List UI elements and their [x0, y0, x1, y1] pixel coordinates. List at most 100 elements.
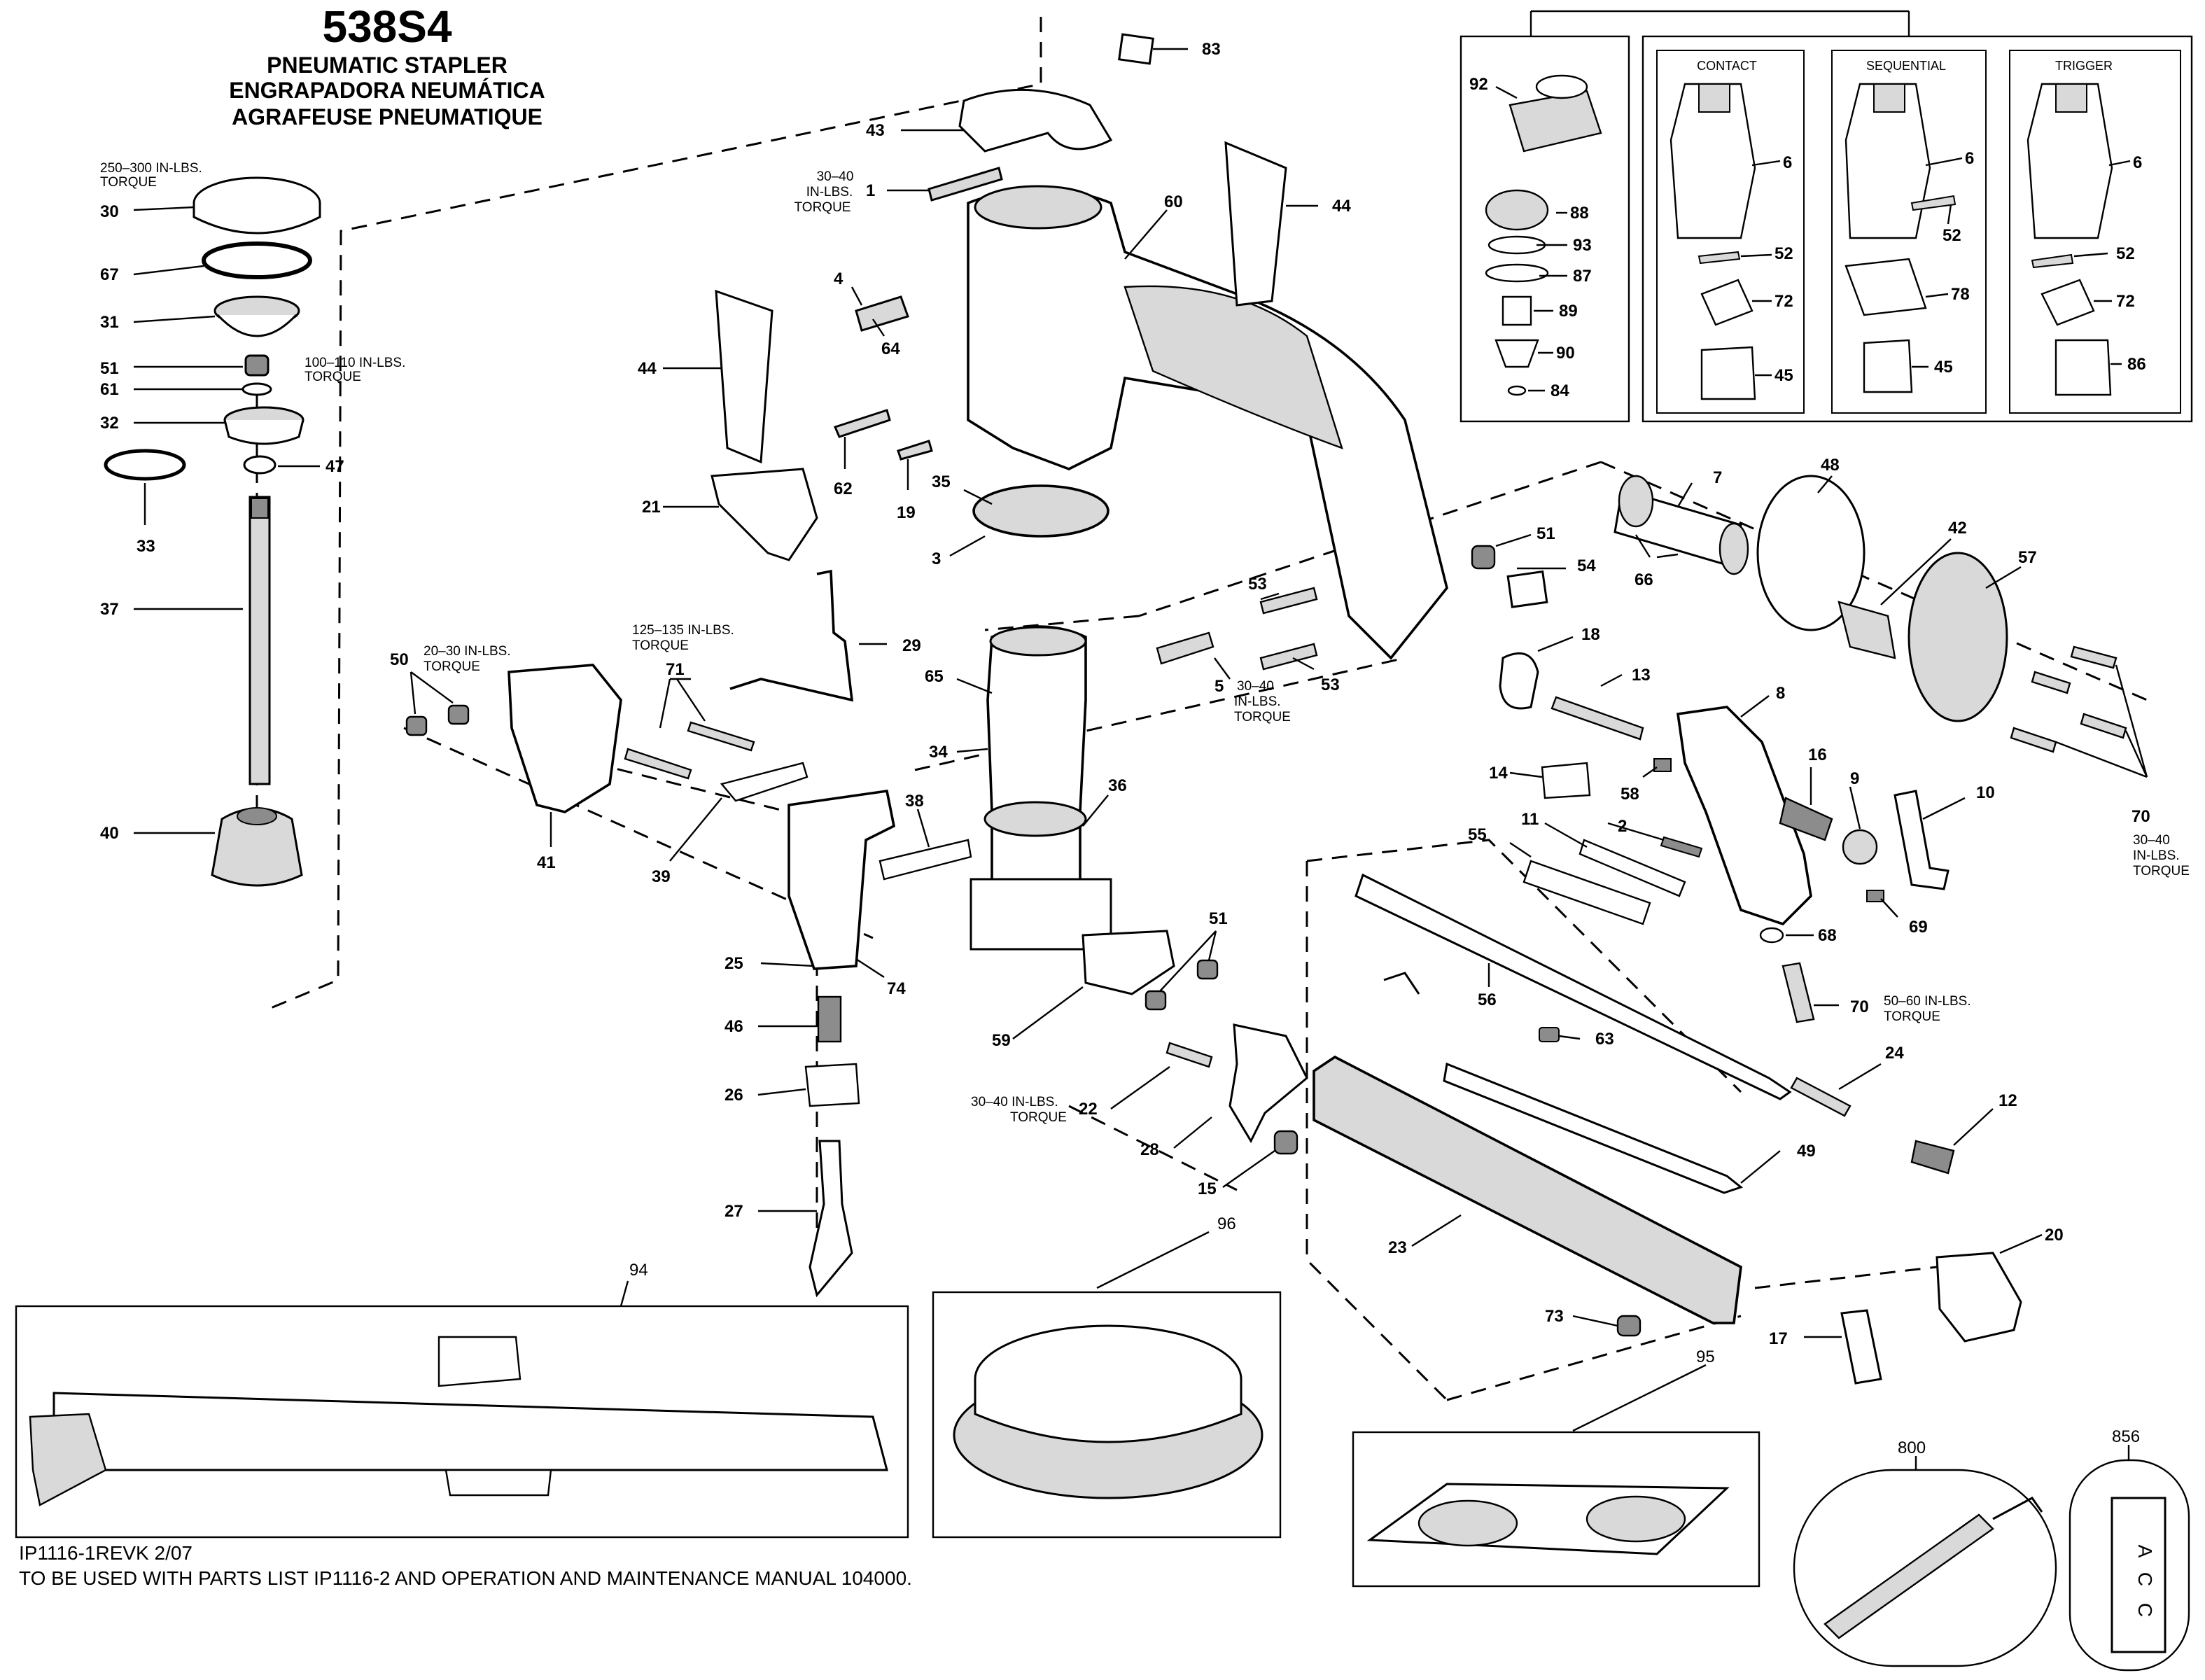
- callout-16: 16: [1808, 746, 1827, 764]
- callout-32: 32: [100, 414, 119, 433]
- bottom-insets: A C C: [15, 1291, 2190, 1672]
- driver-blade-37: [248, 496, 271, 785]
- callout-65: 65: [925, 667, 944, 686]
- screw-22: [1166, 1042, 1213, 1068]
- callout-3: 3: [932, 550, 941, 568]
- cylinder-and-nose: [405, 569, 1308, 1298]
- callout-89: 89: [1559, 302, 1578, 321]
- callout-92: 92: [1469, 75, 1488, 94]
- warning-label-856: [2110, 1497, 2166, 1653]
- kit-letter-1: A: [2134, 1545, 2156, 1558]
- callout-27: 27: [724, 1202, 743, 1221]
- magazine-channel-23: [1312, 1055, 1742, 1324]
- callout-52-trigger: 52: [2116, 244, 2135, 263]
- callout-78: 78: [1951, 285, 1970, 304]
- pin-62: [833, 409, 891, 438]
- cylinder-65: [986, 625, 1087, 911]
- nut-50a: [405, 715, 428, 736]
- callout-46: 46: [724, 1017, 743, 1036]
- leader-lines: [133, 48, 2148, 1470]
- callout-62: 62: [834, 479, 853, 498]
- torque-70-right-line1: 30–40: [2133, 833, 2170, 848]
- callout-17: 17: [1769, 1329, 1788, 1348]
- pin-53a: [1259, 587, 1318, 615]
- callout-14: 14: [1489, 764, 1508, 783]
- spring-12: [1910, 1140, 1955, 1175]
- callout-43: 43: [866, 121, 885, 140]
- callout-55: 55: [1468, 825, 1487, 844]
- callout-25: 25: [724, 954, 743, 973]
- callout-10: 10: [1976, 783, 1995, 802]
- screw-71a: [624, 748, 692, 780]
- torque-71-line1: 125–135 IN-LBS.: [632, 623, 734, 638]
- callout-8: 8: [1776, 684, 1785, 703]
- callout-59: 59: [992, 1031, 1011, 1050]
- cover-48: [1756, 475, 1865, 631]
- callout-24: 24: [1885, 1044, 1904, 1063]
- footer: IP1116-1REVK 2/07 TO BE USED WITH PARTS …: [19, 1542, 912, 1589]
- latch-20: [1935, 1252, 2022, 1343]
- latch-26: [804, 1063, 860, 1107]
- callout-53-top: 53: [1248, 575, 1267, 594]
- callout-83: 83: [1202, 40, 1221, 59]
- title-block: 538S4 PNEUMATIC STAPLER ENGRAPADORA NEUM…: [229, 1, 545, 130]
- wire-spring-29: [729, 569, 854, 702]
- frame-handle-60: [967, 188, 1448, 660]
- callout-39: 39: [652, 867, 671, 886]
- magazine-inset-94: [15, 1305, 909, 1539]
- torque-22-line2: TORQUE: [1010, 1110, 1067, 1125]
- callout-30: 30: [100, 202, 119, 221]
- kit-letter-3: C: [2134, 1603, 2156, 1617]
- callout-45-sequential: 45: [1934, 358, 1953, 377]
- callout-58: 58: [1620, 785, 1639, 804]
- callout-60: 60: [1164, 192, 1183, 211]
- bumper-ring-33: [104, 449, 186, 481]
- callout-9: 9: [1850, 769, 1859, 788]
- callout-70-right: 70: [2132, 807, 2150, 826]
- callout-84: 84: [1550, 382, 1569, 400]
- callout-67: 67: [100, 265, 119, 284]
- model-title: 538S4: [322, 1, 451, 52]
- callout-38: 38: [905, 792, 924, 811]
- callout-12: 12: [1998, 1091, 2017, 1110]
- shim-44-right: [1224, 141, 1287, 307]
- pin-4: [855, 295, 909, 332]
- cylinder-sleeve-36: [983, 801, 1087, 837]
- trigger-and-magazine: [1156, 475, 2127, 1385]
- trigger-kit-box: [1642, 35, 2193, 423]
- contact-trigger-parts: [1670, 83, 1756, 400]
- callout-96: 96: [1217, 1214, 1236, 1233]
- trigger-label: TRIGGER: [2055, 59, 2113, 73]
- single-trigger-parts: [2026, 83, 2113, 396]
- callout-57: 57: [2018, 548, 2037, 567]
- callout-72-contact: 72: [1774, 292, 1793, 311]
- callout-94: 94: [629, 1261, 648, 1280]
- block-14: [1541, 762, 1591, 799]
- callout-856: 856: [2112, 1427, 2140, 1446]
- callout-56: 56: [1478, 990, 1497, 1009]
- plate-39: [720, 762, 808, 802]
- left-cylinder-cap-stack: [104, 176, 321, 887]
- callout-15: 15: [1198, 1180, 1217, 1198]
- callout-86: 86: [2127, 355, 2146, 374]
- pin-24: [1790, 1077, 1851, 1117]
- callout-29: 29: [902, 636, 921, 655]
- torque-22-line1: 30–40 IN-LBS.: [971, 1095, 1058, 1110]
- callout-48: 48: [1821, 456, 1840, 475]
- callout-23: 23: [1388, 1238, 1407, 1257]
- callout-numbers: 30 67 31 51 61 32 47 33 37 40 83 43 1 60…: [100, 40, 2150, 1457]
- callout-72-trigger: 72: [2116, 292, 2135, 311]
- cap-clamp-43: [958, 88, 1113, 153]
- callout-6-sequential: 6: [1965, 149, 1974, 168]
- callout-33: 33: [136, 537, 155, 556]
- trigger-housing-8: [1676, 706, 1812, 926]
- callout-70: 70: [1850, 997, 1869, 1016]
- torque-5-line3: TORQUE: [1234, 710, 1291, 724]
- torque-30-line1: 250–300 IN-LBS.: [100, 161, 202, 176]
- callout-51-left: 51: [100, 359, 119, 378]
- callout-28: 28: [1140, 1140, 1159, 1159]
- trigger-10: [1893, 790, 1949, 890]
- title-french: AGRAFEUSE PNEUMATIQUE: [232, 104, 542, 130]
- callout-93: 93: [1573, 236, 1592, 255]
- frame-and-handle: [710, 33, 1448, 660]
